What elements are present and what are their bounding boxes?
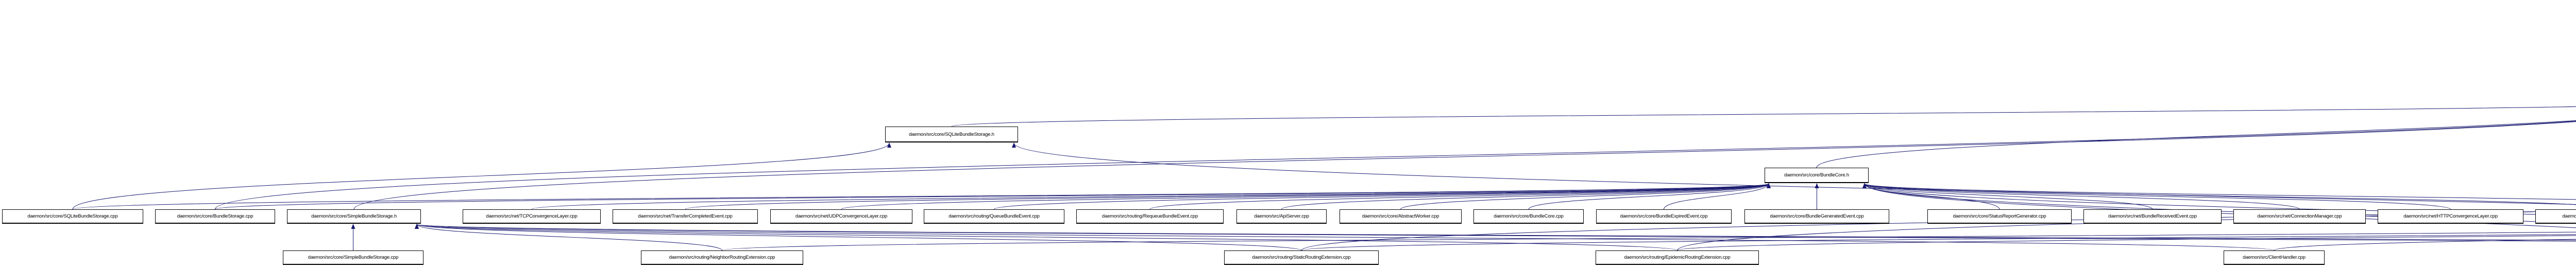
node-label: daemon/src/ClientHandler.cpp bbox=[2243, 255, 2306, 260]
node-label: daemon/src/core/SimpleBundleStorage.cpp bbox=[308, 255, 399, 260]
node-label: daemon/src/core/BundleStorage.cpp bbox=[177, 213, 253, 219]
graph-node-bundleexpiredevent-cpp[interactable]: daemon/src/core/BundleExpiredEvent.cpp bbox=[1596, 209, 1732, 224]
graph-node-clienthandler-cpp[interactable]: daemon/src/ClientHandler.cpp bbox=[2224, 250, 2325, 265]
graph-node-simplebundlestorage-h[interactable]: daemon/src/core/SimpleBundleStorage.h bbox=[287, 209, 421, 224]
node-label: daemon/src/core/SQLiteBundleStorage.h bbox=[909, 131, 994, 137]
edge-transfercompletedevent-cpp-to-bundlecore-h bbox=[685, 183, 1771, 210]
graph-node-abstractworker-cpp[interactable]: daemon/src/core/AbstractWorker.cpp bbox=[1340, 209, 1462, 224]
edge-main-cpp-to-bundlecore-h bbox=[1862, 183, 2576, 216]
edge-sqlitebundlestorage-h-to-bundlestorage-h bbox=[951, 106, 2576, 127]
node-label: daemon/src/net/TCPConvergenceLayer.cpp bbox=[486, 213, 578, 219]
graph-node-httpconvergencelayer-cpp[interactable]: daemon/src/net/HTTPConvergenceLayer.cpp bbox=[2378, 209, 2523, 224]
node-label: daemon/src/core/BundleGeneratedEvent.cpp bbox=[1770, 213, 1864, 219]
edge-epidemicroutingextension-cpp-to-simplebundlestorage-h bbox=[415, 224, 1677, 251]
graph-node-apiserver-cpp[interactable]: daemon/src/ApiServer.cpp bbox=[1236, 209, 1327, 224]
graph-node-epidemicroutingextension-cpp[interactable]: daemon/src/routing/EpidemicRoutingExtens… bbox=[1596, 250, 1759, 265]
edge-sqlitebundlestorage-cpp-to-sqlitebundlestorage-h bbox=[72, 142, 891, 210]
edge-floodroutingextension-cpp-to-simplebundlestorage-h bbox=[415, 224, 2576, 242]
edge-queuebundleevent-cpp-to-bundlecore-h bbox=[994, 183, 1771, 210]
graph-node-bundlestorage-cpp[interactable]: daemon/src/core/BundleStorage.cpp bbox=[155, 209, 275, 224]
edge-bundlecore-h-to-bundlestorage-h bbox=[1816, 120, 2576, 168]
node-label: daemon/src/core/AbstractWorker.cpp bbox=[1362, 213, 1439, 219]
graph-node-tcpconvergencelayer-cpp[interactable]: daemon/src/net/TCPConvergenceLayer.cpp bbox=[463, 209, 601, 224]
node-label: daemon/src/ApiServer.cpp bbox=[1254, 213, 1309, 219]
graph-node-bundlecore-h[interactable]: daemon/src/core/BundleCore.h bbox=[1765, 168, 1869, 183]
graph-node-simplebundlestorage-cpp[interactable]: daemon/src/core/SimpleBundleStorage.cpp bbox=[283, 250, 423, 265]
graph-node-requeuebundleevent-cpp[interactable]: daemon/src/routing/RequeueBundleEvent.cp… bbox=[1076, 209, 1224, 224]
edge-connectionmanager-cpp-to-bundlecore-h bbox=[1862, 183, 2300, 210]
edge-abstractworker-cpp-to-bundlecore-h bbox=[1400, 183, 1771, 210]
graph-node-lowpanconvergencelayer-cpp[interactable]: daemon/src/net/LOWPANConvergenceLayer.cp… bbox=[2535, 209, 2576, 224]
node-label: daemon/src/routing/QueueBundleEvent.cpp bbox=[948, 213, 1040, 219]
edge-neighborroutingextension-cpp-to-neighborroutingextension-h bbox=[722, 231, 2576, 251]
edge-epidemicroutingextension-cpp-to-configuration-h bbox=[1677, 235, 2576, 251]
node-label: daemon/src/routing/NeighborRoutingExtens… bbox=[669, 255, 775, 260]
graph-node-neighborroutingextension-cpp[interactable]: daemon/src/routing/NeighborRoutingExtens… bbox=[641, 250, 803, 265]
node-label: daemon/src/core/BundleCore.h bbox=[1784, 172, 1849, 178]
graph-node-staticroutingextension-cpp[interactable]: daemon/src/routing/StaticRoutingExtensio… bbox=[1224, 250, 1379, 265]
node-label: daemon/src/net/HTTPConvergenceLayer.cpp bbox=[2403, 213, 2498, 219]
node-label: daemon/src/net/BundleReceivedEvent.cpp bbox=[2108, 213, 2197, 219]
edge-tcpconvergencelayer-cpp-to-bundlecore-h bbox=[531, 183, 1771, 210]
edge-httpconvergencelayer-cpp-to-bundlecore-h bbox=[1862, 183, 2451, 210]
graph-node-statusreportgenerator-cpp[interactable]: daemon/src/core/StatusReportGenerator.cp… bbox=[1927, 209, 2072, 224]
node-label: daemon/src/core/SimpleBundleStorage.h bbox=[311, 213, 397, 219]
edge-lowpanconvergencelayer-cpp-to-bundlecore-h bbox=[1862, 183, 2576, 205]
node-label: daemon/src/net/ConnectionManager.cpp bbox=[2257, 213, 2342, 219]
edge-baserouter-cpp-to-bundlecore-h bbox=[1862, 183, 2576, 200]
edge-main-cpp-to-sqlitebundlestorage-h bbox=[1012, 142, 2576, 205]
node-label: daemon/src/core/SQLiteBundleStorage.cpp bbox=[27, 213, 118, 219]
edge-clienthandler-cpp-to-configuration-h bbox=[2274, 239, 2576, 251]
graph-node-connectionmanager-cpp[interactable]: daemon/src/net/ConnectionManager.cpp bbox=[2233, 209, 2366, 224]
node-label: daemon/src/core/BundleExpiredEvent.cpp bbox=[1620, 213, 1708, 219]
node-label: daemon/src/net/UDPConvergenceLayer.cpp bbox=[795, 213, 888, 219]
node-label: daemon/src/core/StatusReportGenerator.cp… bbox=[1953, 213, 2046, 219]
edge-apiserver-cpp-to-bundlecore-h bbox=[1281, 183, 1771, 210]
graph-node-sqlitebundlestorage-cpp[interactable]: daemon/src/core/SQLiteBundleStorage.cpp bbox=[2, 209, 143, 224]
edge-bundleexpiredevent-cpp-to-bundlecore-h bbox=[1664, 183, 1771, 210]
node-label: daemon/src/net/LOWPANConvergenceLayer.cp… bbox=[2562, 213, 2576, 219]
node-label: daemon/src/routing/EpidemicRoutingExtens… bbox=[1624, 255, 1731, 260]
edge-requeuebundleevent-cpp-to-bundlecore-h bbox=[1149, 183, 1771, 210]
graph-node-transfercompletedevent-cpp[interactable]: daemon/src/net/TransferCompletedEvent.cp… bbox=[613, 209, 758, 224]
node-label: daemon/src/net/TransferCompletedEvent.cp… bbox=[638, 213, 733, 219]
node-label: daemon/src/routing/RequeueBundleEvent.cp… bbox=[1101, 213, 1198, 219]
edge-bundlecore-cpp-to-bundlecore-h bbox=[1528, 183, 1771, 210]
edge-bundlestorage-cpp-to-bundlestorage-h bbox=[215, 120, 2576, 210]
edge-staticroutingextension-cpp-to-simplebundlestorage-h bbox=[415, 224, 1302, 251]
edge-neighborroutingextension-cpp-to-simplebundlestorage-h bbox=[415, 224, 722, 251]
graph-node-bundlecore-cpp[interactable]: daemon/src/core/BundleCore.cpp bbox=[1473, 209, 1584, 224]
graph-node-bundlereceivedevent-cpp[interactable]: daemon/src/net/BundleReceivedEvent.cpp bbox=[2083, 209, 2222, 224]
edge-bundlereceivedevent-cpp-to-bundlecore-h bbox=[1862, 183, 2153, 210]
edge-bundlestorage-cpp-to-bundlecore-h bbox=[215, 183, 1770, 210]
edge-staticroutingextension-cpp-to-configuration-h bbox=[1301, 234, 2576, 251]
node-label: daemon/src/core/BundleCore.cpp bbox=[1494, 213, 1564, 219]
edge-clienthandler-cpp-to-simplebundlestorage-h bbox=[415, 224, 2275, 251]
graph-node-udpconvergencelayer-cpp[interactable]: daemon/src/net/UDPConvergenceLayer.cpp bbox=[770, 209, 912, 224]
edge-udpconvergencelayer-cpp-to-bundlecore-h bbox=[841, 183, 1771, 210]
node-label: daemon/src/routing/StaticRoutingExtensio… bbox=[1252, 255, 1351, 260]
edge-main-cpp-to-simplebundlestorage-h bbox=[416, 224, 2576, 241]
graph-node-bundlegeneratedevent-cpp[interactable]: daemon/src/core/BundleGeneratedEvent.cpp bbox=[1744, 209, 1889, 224]
graph-node-queuebundleevent-cpp[interactable]: daemon/src/routing/QueueBundleEvent.cpp bbox=[924, 209, 1064, 224]
edge-simplebundlestorage-h-to-bundlestorage-h bbox=[353, 121, 2576, 210]
graph-node-sqlitebundlestorage-h[interactable]: daemon/src/core/SQLiteBundleStorage.h bbox=[885, 127, 1018, 142]
